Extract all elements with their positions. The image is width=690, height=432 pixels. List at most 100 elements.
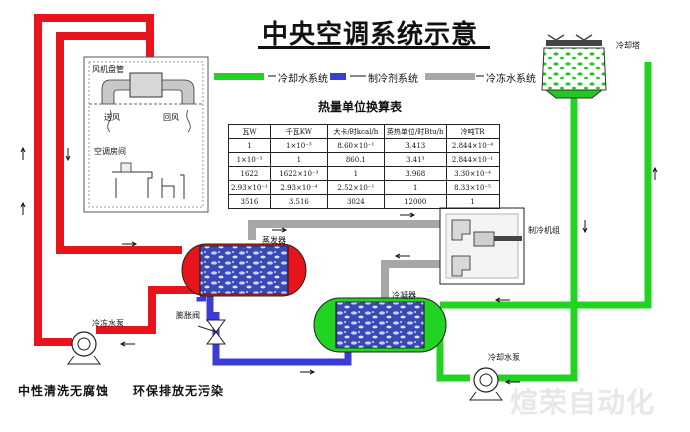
- cooling-tower: [541, 34, 607, 99]
- return-air-label: 回风: [163, 113, 179, 122]
- table-row: 1 1×10⁻³ 8.60×10⁻¹ 3.413 2.844×10⁻⁴: [228, 138, 500, 153]
- tower-basin: [544, 89, 604, 99]
- legend-refrigerant-swatch: [330, 73, 346, 80]
- watermark: 煊荣自动化: [510, 386, 656, 419]
- table-header: 英热单位/时Btu/h: [383, 124, 447, 139]
- compressor-valve-1: [451, 219, 471, 241]
- title-underline: [258, 46, 490, 49]
- table-cell: 3.30×10⁻⁴: [445, 166, 500, 181]
- suction-pipe: [248, 220, 450, 240]
- desk: [112, 171, 153, 198]
- table-cell: 8.60×10⁻¹: [326, 138, 385, 153]
- table-cell: 3.968: [383, 166, 447, 181]
- table-cell: 1×10⁻³: [228, 152, 271, 167]
- table-row: 1622 1622×10⁻³ 1 3.968 3.30×10⁻⁴: [228, 166, 500, 181]
- legend-chilled-label: 冷冻水系统: [486, 74, 536, 85]
- table-cell: 3.516: [269, 194, 328, 209]
- compressor-valve-2: [451, 255, 471, 277]
- table-header: 大卡/时kcal/h: [326, 124, 385, 139]
- evaporator-tubes: [199, 245, 289, 295]
- compressor: [439, 207, 525, 285]
- table-cell: 1: [269, 152, 328, 167]
- condenser: [313, 297, 447, 353]
- table-cell: 1: [383, 180, 447, 195]
- compressor-rod: [494, 236, 522, 241]
- legend-cooling-swatch: [214, 73, 264, 80]
- table-header-row: 瓦W 千瓦KW 大卡/时kcal/h 英热单位/时Btu/h 冷吨TR: [228, 124, 500, 139]
- discharge-pipe: [381, 260, 450, 300]
- chilled-water-pipes: [34, 14, 196, 346]
- conversion-table: 瓦W 千瓦KW 大卡/时kcal/h 英热单位/时Btu/h 冷吨TR 1 1×…: [228, 124, 500, 209]
- evaporator-label: 蒸发器: [262, 236, 286, 245]
- fan-coil-label: 风机盘管: [92, 65, 124, 74]
- compressor-label: 制冷机组: [528, 226, 560, 235]
- legend-cooling-label: 冷却水系统: [278, 74, 328, 85]
- cooling-water-pump: [469, 367, 503, 401]
- cooling-supply-pipe: [440, 62, 652, 309]
- ac-room: [83, 56, 209, 213]
- computer-monitor: [120, 162, 132, 173]
- table-cell: 2.93×10⁻⁴: [269, 180, 328, 195]
- table-cell: 1: [445, 194, 500, 209]
- table-header: 冷吨TR: [445, 124, 500, 139]
- chilled-pump-label: 冷冻水泵: [92, 319, 124, 328]
- table-title: 热量单位换算表: [318, 100, 403, 114]
- cooling-pump-label: 冷却水泵: [488, 353, 520, 362]
- condenser-label: 冷凝器: [392, 291, 416, 300]
- table-cell: 1×10⁻³: [269, 138, 328, 153]
- table-cell: 12000: [383, 194, 447, 209]
- cooling-tower-label: 冷却塔: [616, 41, 640, 50]
- legend-swatches: [214, 73, 484, 80]
- table-row: 3516 3.516 3024 12000 1: [228, 194, 500, 209]
- table-row: 2.93×10⁻¹ 2.93×10⁻⁴ 2.52×10⁻¹ 1 8.33×10⁻…: [228, 180, 500, 195]
- cooling-pump-pipe: [436, 331, 470, 382]
- supply-air-arrow: [107, 109, 112, 133]
- cooling-return-pipe: [498, 95, 578, 382]
- table-cell: 860.1: [326, 152, 385, 167]
- tower-fan-blades: [547, 34, 593, 41]
- supply-air-label: 送风: [104, 113, 120, 122]
- table-cell: 8.33×10⁻⁵: [445, 180, 500, 195]
- footer-left-slogan: 中性清洗无腐蚀: [18, 384, 110, 398]
- tower-body: [541, 47, 607, 91]
- condenser-tubes: [335, 301, 425, 349]
- table-cell: 2.844×10⁻⁴: [445, 138, 500, 153]
- footer-right-slogan: 环保排放无污染: [133, 384, 225, 398]
- table-row: 1×10⁻³ 1 860.1 3.41³ 2.844×10⁻¹: [228, 152, 500, 167]
- chair-2: [180, 174, 185, 199]
- flow-arrows: [20, 146, 658, 385]
- ac-room-label: 空调房间: [94, 147, 126, 156]
- fan-coil-unit: [129, 72, 163, 98]
- table-cell: 3.413: [383, 138, 447, 153]
- table-header: 千瓦KW: [269, 124, 328, 139]
- evaporator: [181, 243, 307, 297]
- table-cell: 2.844×10⁻¹: [445, 152, 500, 167]
- refrig-stub: [196, 294, 206, 302]
- chair: [161, 178, 175, 198]
- grey-pipes: [248, 220, 450, 300]
- tower-fan: [546, 40, 602, 46]
- page-title: 中央空调系统示意: [262, 20, 479, 50]
- compressor-piston: [473, 231, 495, 247]
- chilled-water-pump: [67, 331, 101, 365]
- table-cell: 3024: [326, 194, 385, 209]
- legend-refrigerant-label: 制冷剂系统: [368, 74, 418, 85]
- chilled-pump-discharge-pipe: [96, 286, 196, 334]
- expansion-valve-label: 膨胀阀: [176, 311, 200, 320]
- room-inner-frame: [88, 61, 204, 208]
- return-air-arrow: [186, 109, 191, 133]
- chilled-supply-pipe: [56, 32, 182, 254]
- table-cell: 3.41³: [383, 152, 447, 167]
- table-cell: 1: [326, 166, 385, 181]
- table-cell: 1622×10⁻³: [269, 166, 328, 181]
- expansion-valve: [197, 319, 226, 345]
- table-cell: 3516: [228, 194, 271, 209]
- table-cell: 2.52×10⁻¹: [326, 180, 385, 195]
- table-cell: 2.93×10⁻¹: [228, 180, 271, 195]
- table-cell: 1: [228, 138, 271, 153]
- legend-chilled-swatch: [425, 73, 475, 80]
- table-cell: 1622: [228, 166, 271, 181]
- table-header: 瓦W: [228, 124, 271, 139]
